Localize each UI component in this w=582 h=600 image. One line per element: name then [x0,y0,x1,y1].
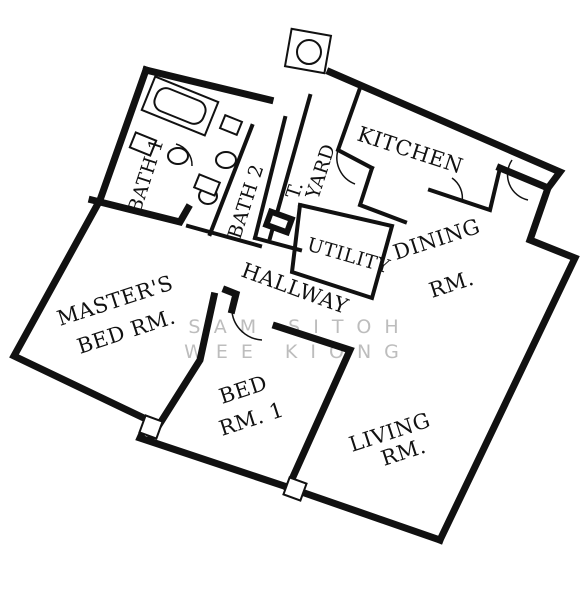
label-utility: UTILITY [305,234,393,279]
label-dining-2: RM. [426,266,477,303]
label-hallway: HALLWAY [238,258,352,319]
exterior-walls [9,65,580,545]
label-wc: T. [282,179,308,202]
watermark: SAM SITOH WEE KIONG [184,316,412,363]
fixtures [128,27,333,502]
watermark-line-1: SAM SITOH [188,316,411,338]
door-swings [175,143,529,341]
room-labels: KITCHEN YARD BATH 1 BATH 2 T. UTILITY HA… [54,122,483,471]
yard-column [283,27,333,75]
toilet-bath-1 [167,147,189,165]
label-yard: YARD [302,141,341,202]
basin-bath-2 [215,151,237,169]
column-bottom-mid [282,476,308,502]
label-bath-2: BATH 2 [224,162,269,242]
interior-walls [87,85,503,493]
bathtub [140,75,220,137]
column-bottom-left [138,414,164,440]
watermark-line-2: WEE KIONG [184,341,412,363]
basin-bath-1 [218,113,244,137]
